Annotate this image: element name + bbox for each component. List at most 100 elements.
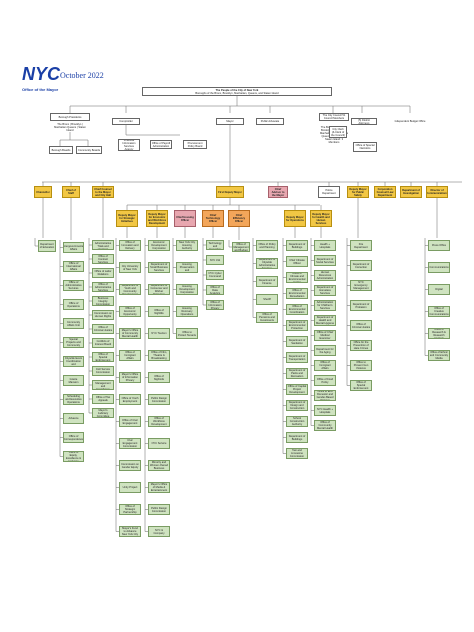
strategic-office-3: Office of Economic Opportunity xyxy=(119,306,141,317)
dm-strategic-box: Deputy Mayor for Strategic Initiatives xyxy=(116,210,138,227)
first-deputy-mayor-box: First Deputy Mayor xyxy=(216,186,244,198)
housing-office-4: Office to Protect Tenants xyxy=(176,328,198,339)
operations-office-12: Department of Buildings xyxy=(286,432,308,443)
dm-operations-box: Deputy Mayor for Operations xyxy=(284,210,306,227)
procurement-box: Procurement Policy Board xyxy=(183,140,207,149)
housing-office-0: New York City Housing Authority xyxy=(176,240,198,251)
chief-counsel-office-5: Commission on Human Rights xyxy=(92,310,114,320)
chief-efficiency-box: Chief Efficiency Officer xyxy=(228,210,250,227)
economic-office-3: Office of Nightlife xyxy=(148,306,170,317)
people-subtitle: Boroughs of the Bronx, Brooklyn, Manhatt… xyxy=(195,91,279,95)
education-0: Department of Education xyxy=(38,240,56,252)
fisa-box: Financial Information Services Agency xyxy=(118,139,140,151)
district-attorneys-box: (5) District Attorneys xyxy=(351,118,377,125)
people-title: The People of the City of New York xyxy=(215,88,259,92)
technology-office-0: Office of Technology and Innovation xyxy=(206,240,224,250)
economic-office-2: Department of Consumer and Worker Protec… xyxy=(148,284,170,295)
public-safety-office-5: Office for the Prevention of Hate Crimes xyxy=(350,340,372,351)
chief-of-staff-office-3: Office of Operations xyxy=(63,299,84,310)
operations-office-6: Department of Sanitation xyxy=(286,336,308,347)
technology-office-1: NYC 311 xyxy=(206,255,224,265)
operations-office-5: Department of Environmental Protection xyxy=(286,320,308,331)
mayor-box: Mayor xyxy=(216,118,244,125)
economic-office-10: Office of Minority and Women-Owned Busin… xyxy=(148,460,170,471)
policy-office-2: Department of Finance xyxy=(256,276,278,287)
police-department-box: Police Department xyxy=(318,186,340,198)
operations-office-4: Office of Environmental Coordination xyxy=(286,304,308,315)
logo-text: NYC xyxy=(22,64,61,84)
strategic-office-4: Mayor's Office of Community Mental Healt… xyxy=(119,328,141,339)
health-office-8: Office of Immigrant Affairs xyxy=(314,360,336,371)
health-office-10: Office to End Domestic and Gender-Based … xyxy=(314,390,336,401)
housing-office-3: Housing Recovery Operations xyxy=(176,306,198,317)
efficiency-office-0: Office of Management and Budget xyxy=(232,242,250,252)
nyc-logo: NYC xyxy=(22,64,60,86)
operations-office-2: Office of Climate and Environmental Just… xyxy=(286,272,308,283)
public-safety-office-0: Fire Department xyxy=(350,240,372,251)
dm-public-safety-box: Deputy Mayor for Public Safety xyxy=(347,186,369,198)
chief-counsel-office-0: Office of Administrative Trials and Hear… xyxy=(92,240,114,250)
public-safety-office-6: Office to Prevent Gun Violence xyxy=(350,360,372,371)
strategic-office-0: Office of Innovation and Delivery xyxy=(119,240,141,251)
chief-counsel-box: Chief Counsel to the Mayor and City Hall xyxy=(92,186,114,198)
strategic-office-2: Department of Youth and Community Develo… xyxy=(119,284,141,295)
chief-technology-box: Chief Technology Officer xyxy=(202,210,224,227)
operations-office-9: Office of Capital Project Development xyxy=(286,384,308,395)
chief-of-staff-box: Chief of Staff xyxy=(62,186,80,198)
economic-office-9: NYC Service xyxy=(148,438,170,449)
chief-counsel-office-4: Business Integrity Commission xyxy=(92,296,114,306)
public-safety-office-1: Department of Correction xyxy=(350,260,372,271)
communications-office-2: Digital xyxy=(428,284,450,295)
ibo-box: Independent Budget Office xyxy=(392,116,428,126)
city-council-box: The City Council 51 Council Members xyxy=(319,113,349,121)
chancellor-box: Chancellor xyxy=(34,186,52,198)
chief-counsel-office-2: Office of Labor Relations xyxy=(92,268,114,278)
strategic-office-7: Office of Youth Employment xyxy=(119,394,141,405)
operations-office-7: Department of Transportation xyxy=(286,352,308,363)
health-office-9: Office of Food Policy xyxy=(314,375,336,386)
communications-office-0: Press Office xyxy=(428,240,450,251)
dept-investigation-box: Department of Investigation xyxy=(400,186,422,198)
chief-of-staff-office-0: Intergovernmental Affairs xyxy=(63,242,84,253)
chief-of-staff-office-6: Office of Citywide Event Coordination an… xyxy=(63,356,84,367)
public-advocate-box: Public Advocate xyxy=(256,118,284,125)
dm-health-box: Deputy Mayor for Health and Human Servic… xyxy=(310,210,332,227)
housing-office-2: Housing Development Corporation xyxy=(176,284,198,295)
chief-of-staff-office-5: Office of Special Projects and Community… xyxy=(63,337,84,348)
corporation-counsel-box: Corporation Counsel/ Law Department xyxy=(374,186,396,198)
strategic-office-8: Office of Civic Engagement xyxy=(119,416,141,427)
strategic-office-6: Mayor's Office of Information Privacy xyxy=(119,372,141,383)
community-boards-box: Community Boards xyxy=(76,146,102,154)
health-office-6: Office of Chief Medical Examiner xyxy=(314,330,336,341)
chief-counsel-office-6: Office of Criminal Justice xyxy=(92,324,114,334)
economic-office-1: Department of Small Business Services xyxy=(148,262,170,273)
technology-office-3: Office of Data Analytics xyxy=(206,285,224,295)
chief-of-staff-office-4: Community Affairs Unit xyxy=(63,318,84,329)
chief-of-staff-office-10: Office of Correspondence xyxy=(63,432,84,443)
public-safety-office-4: Office of Criminal Justice xyxy=(350,320,372,331)
health-office-5: Department of Health and Mental Hygiene xyxy=(314,315,336,326)
operations-office-1: Chief Climate Officer xyxy=(286,256,308,267)
public-safety-office-3: Department of Probation xyxy=(350,300,372,311)
chief-of-staff-office-8: Scheduling and Executive Operations xyxy=(63,394,84,405)
chief-counsel-office-8: Office of Special Enforcement xyxy=(92,352,114,362)
city-clerk-box: City Clerk (& Clerk of the Council) xyxy=(329,126,347,138)
health-office-4: Administration for Children's Services xyxy=(314,300,336,311)
strategic-office-12: Office of Strategic Partnership xyxy=(119,504,141,515)
policy-office-0: Office of Policy and Planning xyxy=(256,240,278,251)
strategic-office-13: Mayor's Fund to Advance New York City xyxy=(119,526,141,537)
chief-counsel-office-3: Office of Administrative Services xyxy=(92,282,114,292)
economic-office-7: Public Design Commission xyxy=(148,394,170,405)
chief-of-staff-office-1: Office of International Affairs xyxy=(63,261,84,272)
economic-office-5: Office of Film, Theatre & Broadcasting xyxy=(148,350,170,361)
economic-office-12: Public Design Commission xyxy=(148,504,170,515)
chief-of-staff-office-2: Office of Administrative Services xyxy=(63,280,84,291)
chief-advisor-box: Chief Advisor to the Mayor xyxy=(268,186,288,198)
chief-of-staff-office-11: Office of Equity, Excellence & Inclusion xyxy=(63,451,84,462)
operations-office-11: School Construction Authority xyxy=(286,416,308,427)
economic-office-0: Economic Development Corporation xyxy=(148,240,170,251)
borough-presidents-list: The Bronx | Brooklyn | Manhattan Queens … xyxy=(52,122,88,132)
operations-office-10: Department of Design and Construction xyxy=(286,400,308,411)
chief-of-staff-office-7: Gracie Mansion xyxy=(63,375,84,386)
health-office-3: Department of Homeless Services xyxy=(314,285,336,296)
